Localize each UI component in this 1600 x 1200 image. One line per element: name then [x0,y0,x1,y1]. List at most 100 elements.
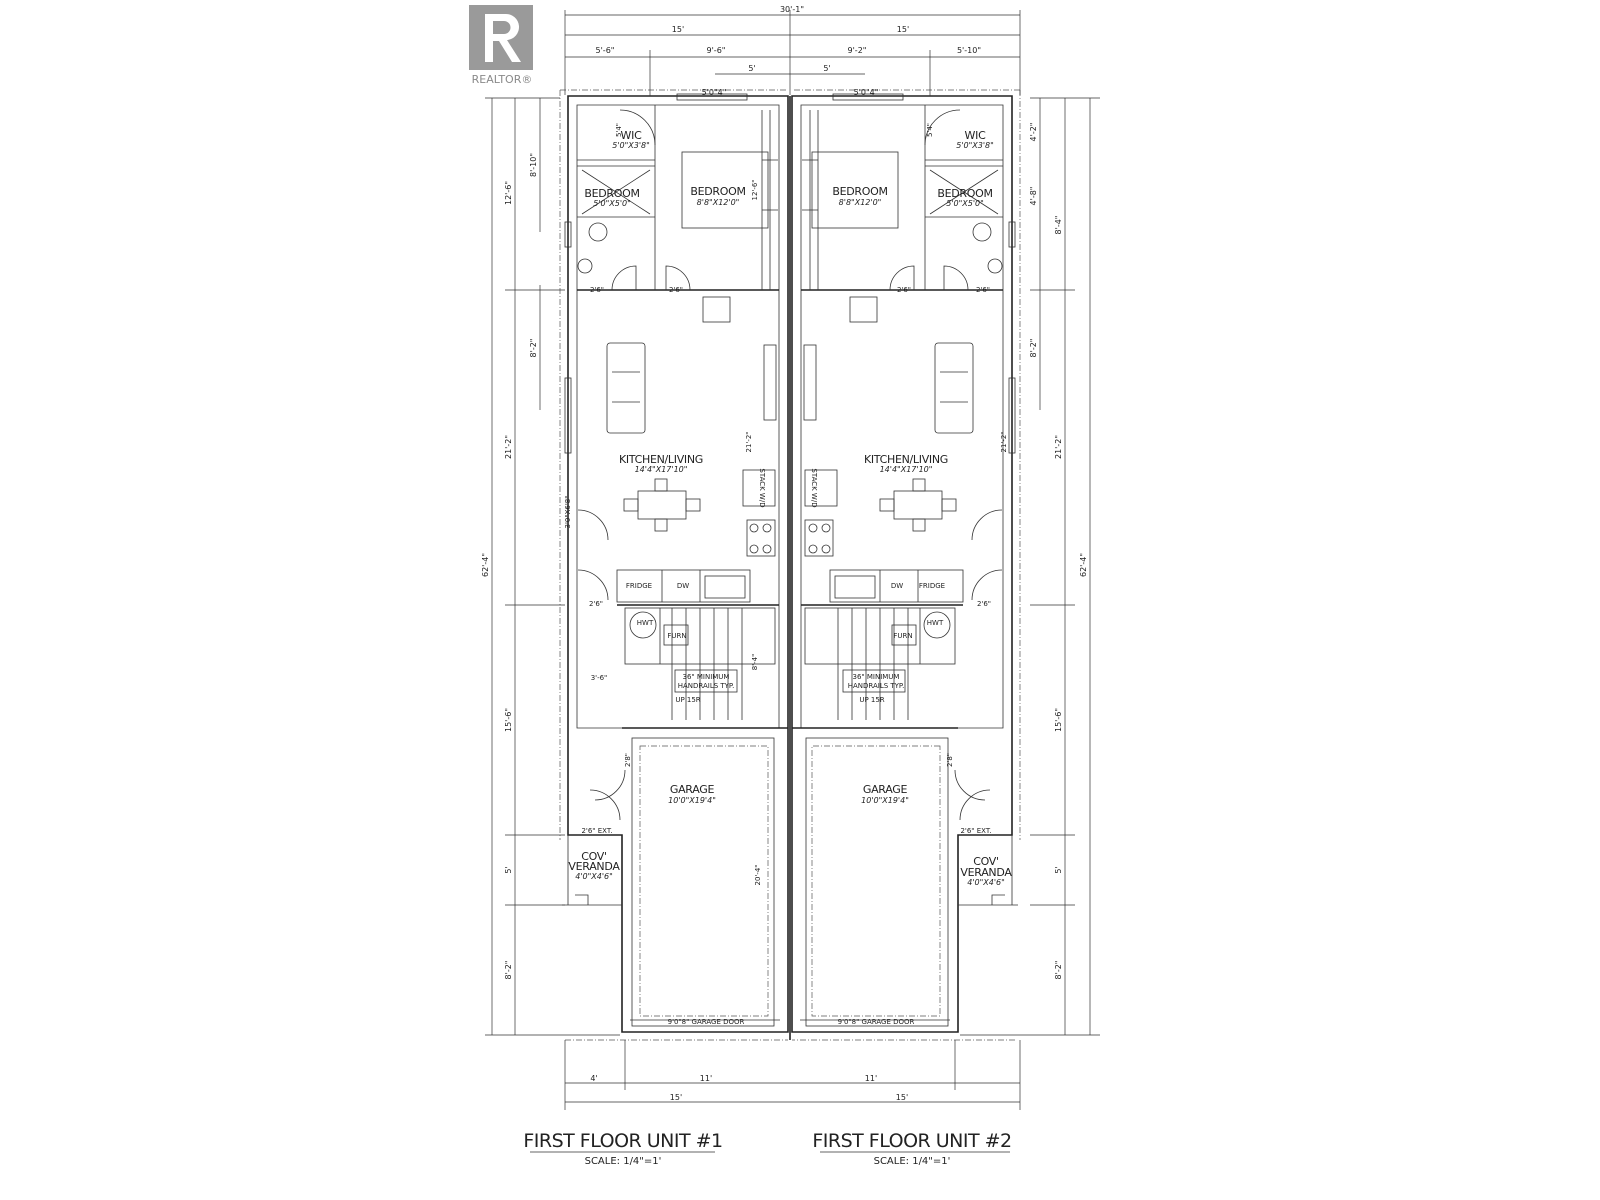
dim-left-veranda: 5' [504,866,513,873]
dim-veranda-width: 4' [590,1074,597,1083]
dishwasher-label: DW [891,582,903,590]
stair-up-label: UP 15R [859,696,884,704]
dim-right-bed: 8'-4" [1054,216,1063,235]
dim-offset-right: 5' [823,64,830,73]
dim-unit-right: 15' [896,1093,908,1102]
hwt-label: HWT [927,619,944,627]
bed-door-label: 2'6" [897,286,911,294]
room-bedroom-size: 8'8"X12'0" [697,198,740,207]
living-height-label: 21'-2" [745,431,753,452]
room-veranda-2: VERANDA [568,860,620,873]
room-bedroom-size: 8'8"X12'0" [839,198,882,207]
handrail-note-2: HANDRAILS TYP. [848,682,905,690]
room-garage-size: 10'0"X19'4" [668,796,716,805]
bath-door-label: 2'6" [976,286,990,294]
dim-half-right: 15' [897,25,909,34]
garage-door-label: 9'0"8" GARAGE DOOR [838,1018,915,1026]
room-wic-size: 5'0"X3'8" [956,141,994,150]
living-height-label: 21'-2" [1000,431,1008,452]
wic-door-label: 5'4" [926,123,934,137]
handrail-note-2: HANDRAILS TYP. [678,682,735,690]
fridge-label: FRIDGE [919,582,945,590]
furnace-label: FURN [893,632,912,640]
room-garage: GARAGE [863,783,908,796]
room-bedroom-small: BEDROOM [937,187,992,200]
dim-offset-left: 5' [748,64,755,73]
room-veranda-size: 4'0"X4'6" [967,878,1005,887]
unit-1-scale: SCALE: 1/4"=1' [585,1156,662,1167]
room-kitchen-living-size: 14'4"X17'10" [880,465,933,474]
dim-left-stair: 15'-6" [504,708,513,732]
dim-seg-3: 9'-2" [848,46,867,55]
room-kitchen-living: KITCHEN/LIVING [864,453,948,466]
dim-window-right: 5'0"4" [854,88,879,97]
garage-door-small-label: 2'8" [946,753,954,767]
garage-door-label: 9'0"8" GARAGE DOOR [668,1018,745,1026]
stack-wd-label: STACK W/D [810,468,818,507]
wic-door-label: 5'4" [615,123,623,137]
dim-left-living-inner: 8'-2" [529,339,538,358]
dim-seg-4: 5'-10" [957,46,981,55]
realtor-logo: REALTOR® [469,5,533,86]
unit-2-title: FIRST FLOOR UNIT #2 [812,1130,1011,1152]
stair-door-label: 2'6" [589,600,603,608]
dim-seg-1: 5'-6" [596,46,615,55]
room-veranda-1: COV' [973,855,999,868]
dimension-lines [485,10,1100,1153]
dim-seg-2: 9'-6" [707,46,726,55]
room-kitchen-living-size: 14'4"X17'10" [635,465,688,474]
room-wic-size: 5'0"X3'8" [612,141,650,150]
handrail-note-1: 36" MINIMUM [683,673,730,681]
dim-window-left: 5'0"4" [702,88,727,97]
dim-garage-right: 11' [865,1074,877,1083]
realtor-wordmark: REALTOR® [472,73,533,86]
ext-door-label: 2'6" EXT. [960,827,991,835]
unit-2-geometry [791,89,1021,1041]
fridge-label: FRIDGE [626,582,652,590]
room-veranda-1: COV' [581,850,607,863]
room-garage-size: 10'0"X19'4" [861,796,909,805]
dim-left-bed-inner: 8'-10" [529,153,538,177]
garage-door-small-label: 2'8" [624,753,632,767]
room-wic: WIC [621,129,643,142]
dim-garage-left: 11' [700,1074,712,1083]
ext-door-label: 2'6" EXT. [581,827,612,835]
dim-right-stair: 15'-6" [1054,708,1063,732]
dim-right-living: 21'-2" [1054,435,1063,459]
stair-height-label: 8'-4" [751,654,759,671]
room-kitchen-living: KITCHEN/LIVING [619,453,703,466]
dim-right-veranda: 5' [1054,866,1063,873]
room-bedroom: BEDROOM [832,185,887,198]
room-wic: WIC [965,129,987,142]
dim-left-overall: 62'-4" [481,553,490,577]
dim-right-wic: 4'-2" [1029,123,1038,142]
bed-door-label: 2'6" [669,286,683,294]
unit-1-title: FIRST FLOOR UNIT #1 [523,1130,722,1152]
side-door-label: 3'0"X6'8" [564,496,572,529]
bath-door-label: 2'6" [590,286,604,294]
dim-half-left: 15' [672,25,684,34]
dim-left-bedrooms: 12'-6" [504,181,513,205]
dim-unit-left: 15' [670,1093,682,1102]
dim-left-garage-front: 8'-2" [504,961,513,980]
dim-right-bed-inner: 4'-8" [1029,187,1038,206]
room-bedroom-small-size: 5'0"X5'0" [593,199,631,208]
unit-2-scale: SCALE: 1/4"=1' [874,1156,951,1167]
dim-right-overall: 62'-4" [1079,553,1088,577]
dim-right-garage-front: 8'-2" [1054,961,1063,980]
dim-overall-width: 30'-1" [780,5,804,14]
dishwasher-label: DW [677,582,689,590]
handrail-note-1: 36" MINIMUM [853,673,900,681]
room-garage: GARAGE [670,783,715,796]
unit-1-labels: WIC 5'0"X3'8" BEDROOM 5'0"X5'0" BEDROOM … [523,123,766,1167]
room-veranda-size: 4'0"X4'6" [575,872,613,881]
garage-height-label: 20'-4" [754,864,762,885]
room-veranda-2: VERANDA [960,866,1012,879]
stack-wd-label: STACK W/D [758,468,766,507]
unit-geometry [559,89,789,1041]
unit-2-labels: WIC 5'0"X3'8" BEDROOM 5'0"X5'0" BEDROOM … [810,123,1013,1167]
hall-width-label: 3'-6" [591,674,608,682]
room-bedroom-small-size: 5'0"X5'0" [946,199,984,208]
dim-left-living: 21'-2" [504,435,513,459]
